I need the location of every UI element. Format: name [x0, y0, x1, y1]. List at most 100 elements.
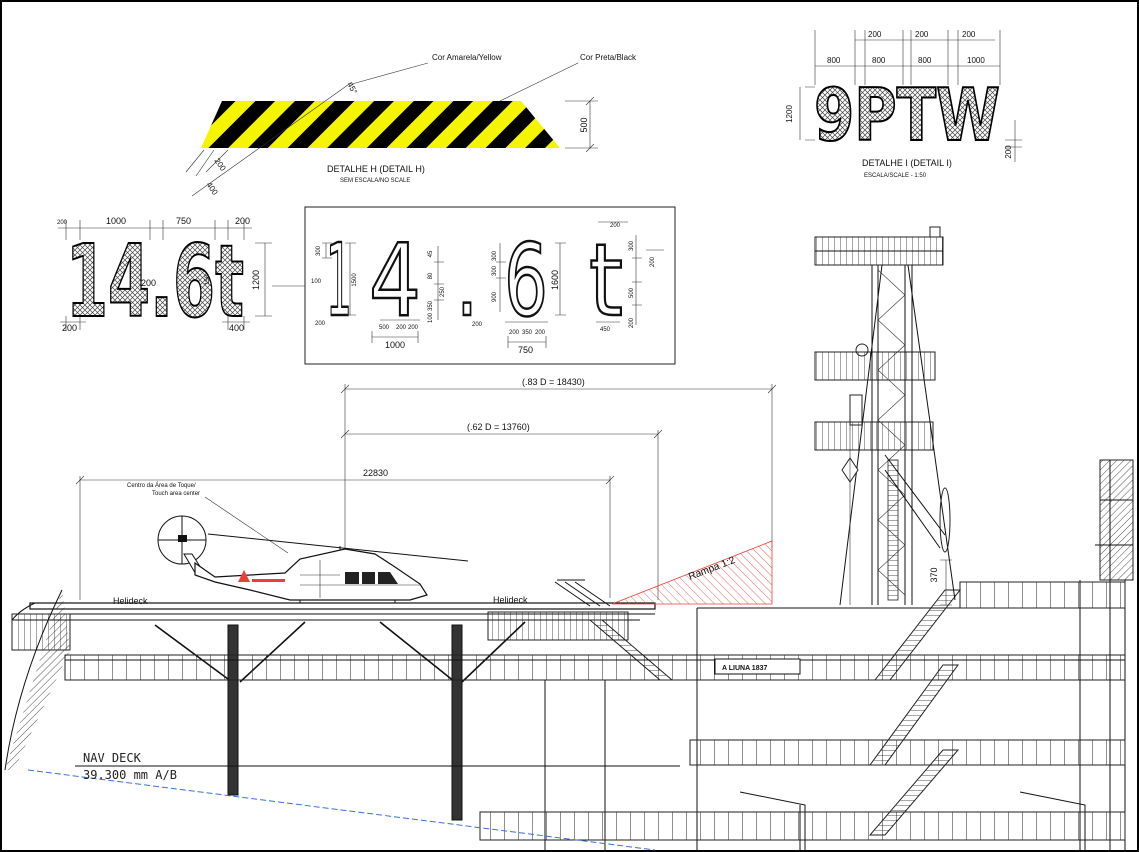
marking-gap-dim: 200 [141, 278, 156, 288]
detail-dim-15: 300 [492, 250, 498, 261]
letter-bottom-dim: 200 [1004, 145, 1013, 159]
letter-gap-dim-2: 200 [915, 30, 929, 39]
detail-h-leaders [185, 62, 579, 197]
mast-antenna [939, 487, 951, 553]
touch-area-label-pt: Centro da Área de Toque/ [127, 482, 196, 489]
detail-dim-13: 1000 [385, 340, 405, 350]
mast [814, 226, 956, 606]
weight-marking: 14.6t 200 1000 750 200 200 150 1200 200 … [57, 216, 305, 341]
marking-width-t-dim: 200 [235, 216, 250, 226]
helideck-column-right [451, 624, 463, 821]
dimension-total: 22830 [363, 468, 388, 478]
cabin-window-2 [362, 572, 375, 584]
detail-dim-11: 200 [396, 325, 407, 331]
detail-h-height-dim [565, 96, 598, 153]
detail-dim-10: 500 [379, 325, 390, 331]
helideck-label-right: Helideck [493, 595, 528, 605]
mast-legs [839, 264, 956, 606]
weight-detail-dim-lines [322, 221, 664, 348]
mast-top-light [929, 226, 941, 238]
clearance-dim-line [940, 559, 952, 606]
stair-upper [873, 589, 962, 681]
detail-dim-2: 100 [311, 279, 322, 285]
helideck-label-left: Helideck [113, 596, 148, 606]
helideck-raked-railing [554, 579, 611, 607]
detail-dim-24: 300 [629, 240, 635, 251]
stripe-width-dim: 200 [213, 157, 228, 174]
stripe-height-dim: 500 [579, 117, 589, 132]
fuselage [194, 548, 428, 601]
touch-area-label-en: Touch area center [152, 491, 200, 497]
ramp-sector [611, 540, 773, 605]
detail-dim-6: 80 [428, 272, 434, 279]
mast-mid-platform [814, 351, 936, 381]
main-deck-railing [64, 654, 1126, 681]
letter-gap-dim-1: 200 [868, 30, 882, 39]
helideck-structure: Helideck Helideck [11, 579, 674, 821]
hull-outline [4, 589, 63, 771]
mast-lamp [855, 343, 869, 357]
marking-width-6-dim: 750 [176, 216, 191, 226]
detail-dim-18: 1600 [550, 270, 560, 290]
mast-low-platform [814, 421, 934, 451]
mast-bracing [877, 269, 906, 596]
elevation-view: (.83 D = 18430) (.62 D = 13760) 22830 Ce… [4, 226, 1134, 851]
marking-width-14-dim: 1000 [106, 216, 126, 226]
obstacle-ramp: Rampa 1:2 [611, 540, 773, 605]
detail-dim-5: 45 [428, 250, 434, 257]
detail-dim-22: 750 [518, 345, 533, 355]
helideck-column-left [227, 624, 239, 796]
stair-lower [868, 749, 960, 836]
helideck-struts [154, 621, 526, 683]
detail-h: Cor Amarela/Yellow Cor Preta/Black 45° 5… [185, 53, 637, 198]
detail-dim-23: 200 [610, 223, 621, 229]
stripe-pitch-dim: 400 [205, 181, 220, 198]
letter-width-dim-3: 800 [918, 56, 932, 65]
detail-dim-20: 350 [522, 330, 533, 336]
upper-right-railing [959, 581, 1126, 609]
detail-i-dimension-lines [799, 30, 1022, 162]
right-structure-details [1095, 460, 1133, 580]
nav-deck-level: 39.300 mm A/B [83, 768, 177, 782]
detail-i: 9PTW 200 200 200 800 800 800 1000 1200 2… [785, 30, 1022, 179]
letter-height-dim: 1200 [785, 105, 794, 123]
lower-deck-railing [689, 739, 1126, 766]
hazard-stripe-band [201, 101, 560, 148]
weight-marking-dim-lines [58, 220, 305, 330]
black-color-label: Cor Preta/Black [580, 53, 637, 62]
weight-detail-frame [304, 206, 676, 365]
mast-ladder [887, 459, 899, 601]
detail-dim-8: 350 [428, 300, 434, 311]
detail-dim-28: 450 [600, 327, 611, 333]
marking-t-dim: 150 [205, 274, 211, 285]
stair-middle [869, 664, 959, 766]
detail-dim-19: 200 [509, 330, 520, 336]
fuselage-details [300, 560, 420, 598]
weight-limit-marking: 14.6t [66, 223, 244, 340]
detail-dim-25: 200 [650, 256, 656, 267]
weight-detail-box: 1 4 . 6 t 300 100 1500 200 45 80 250 350… [304, 206, 676, 365]
detail-dim-27: 200 [629, 317, 635, 328]
yellow-color-label: Cor Amarela/Yellow [432, 53, 502, 62]
detail-glyph-dot: . [456, 222, 478, 339]
letter-width-dim-2: 800 [872, 56, 886, 65]
detail-h-title: DETALHE H (DETAIL H) [327, 164, 425, 174]
nav-deck-label: NAV DECK [83, 751, 142, 765]
dimension-62d: (.62 D = 13760) [467, 422, 530, 432]
dimension-chain-lines [75, 384, 777, 600]
name-plate [714, 658, 801, 675]
hull-hatching [5, 590, 70, 770]
detail-i-scale: ESCALA/SCALE - 1:50 [864, 173, 927, 179]
marking-bottom-left-dim: 200 [62, 323, 77, 333]
marking-bottom-right-dim: 400 [229, 323, 244, 333]
mast-box [849, 394, 863, 426]
detail-dim-21: 200 [535, 330, 546, 336]
detail-dim-4: 200 [315, 321, 326, 327]
helicopter [157, 515, 469, 606]
detail-dim-12: 200 [408, 325, 419, 331]
detail-dim-3: 1500 [352, 273, 358, 287]
cockpit-window [378, 572, 398, 584]
detail-h-scale: SEM ESCALA/NO SCALE [340, 178, 410, 184]
